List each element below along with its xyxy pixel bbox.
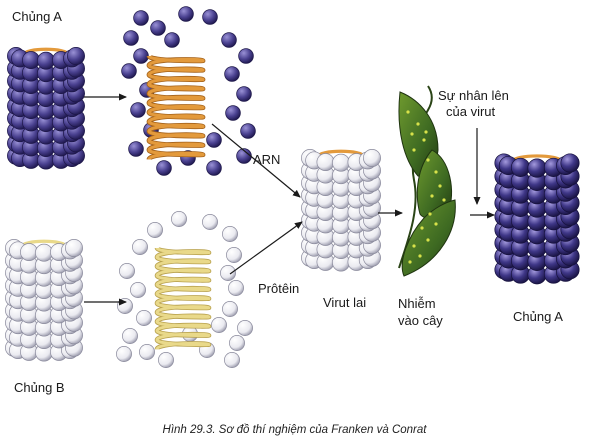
capsomere: [228, 280, 244, 296]
capsomere: [224, 352, 240, 368]
figure-caption: Hình 29.3. Sơ đồ thí nghiệm của Franken …: [162, 424, 427, 436]
capsomere: [240, 123, 256, 139]
arrow-protein-to-hybrid: [229, 221, 303, 275]
infection-label-line1: Nhiễm: [398, 296, 436, 311]
capsomere: [158, 352, 174, 368]
infection-spot: [416, 122, 420, 126]
strain-a-label: Chủng A: [12, 9, 62, 24]
infection-label-line2: vào cây: [398, 313, 443, 328]
infection-spot: [438, 184, 442, 188]
capsomere: [156, 160, 172, 176]
infection-spot: [422, 138, 426, 142]
strain-a-result-label: Chủng A: [513, 309, 563, 324]
infection-spot: [418, 254, 422, 258]
infection-spot: [408, 260, 412, 264]
protein-label: Prôtêin: [258, 281, 300, 296]
capsomere: [116, 346, 132, 362]
infection-spot: [424, 130, 428, 134]
infection-spot: [426, 158, 430, 162]
infection-spot: [412, 244, 416, 248]
capsomere: [332, 153, 350, 172]
infection-spot: [420, 226, 424, 230]
capsomere: [222, 301, 238, 317]
rna-strand: [147, 54, 205, 161]
capsomere: [222, 226, 238, 242]
capsomere: [133, 10, 149, 26]
capsomere: [363, 149, 381, 167]
arrow-rna-to-hybrid: [211, 123, 301, 198]
strain-b-virus-particle: [5, 239, 83, 362]
capsomere: [206, 160, 222, 176]
capsomere: [316, 153, 335, 172]
infection-spot: [430, 194, 434, 198]
capsomere: [130, 102, 146, 118]
capsomere: [67, 47, 85, 65]
infection-spot: [428, 212, 432, 216]
capsomere: [202, 214, 218, 230]
infection-spot: [412, 148, 416, 152]
capsomere: [150, 20, 166, 36]
capsomere: [22, 51, 40, 70]
capsomere: [202, 9, 218, 25]
rna-label: ARN: [253, 152, 281, 167]
host-plant-leaves: [398, 85, 456, 277]
strain-b-rna-coil: [154, 245, 212, 352]
capsomere: [132, 239, 148, 255]
capsomere: [178, 6, 194, 22]
capsomere: [136, 310, 152, 326]
strain-a-capsomeres: [121, 6, 256, 176]
capsomere: [560, 153, 580, 173]
capsomere: [133, 48, 149, 64]
capsomere: [139, 344, 155, 360]
infection-spot: [442, 198, 446, 202]
rna-strand: [155, 246, 211, 351]
infection-spot: [410, 132, 414, 136]
strain-b-label: Chủng B: [14, 380, 65, 395]
capsomere: [20, 243, 38, 262]
hybrid-virus-particle: [301, 149, 381, 272]
capsomere: [206, 132, 222, 148]
capsomere: [147, 222, 163, 238]
capsomere: [225, 105, 241, 121]
capsomere: [510, 157, 531, 177]
capsomere: [122, 328, 138, 344]
capsomere: [121, 63, 137, 79]
capsomere: [224, 66, 240, 82]
capsomere: [37, 51, 55, 70]
capsomere: [65, 239, 83, 257]
capsomere: [238, 48, 254, 64]
capsomere: [171, 211, 187, 227]
infection-spot: [406, 110, 410, 114]
capsomere: [220, 265, 236, 281]
capsomere: [221, 32, 237, 48]
infection-spot: [434, 170, 438, 174]
capsomere: [119, 263, 135, 279]
capsomere: [130, 282, 146, 298]
multiplication-label-line1: Sự nhân lên: [438, 88, 509, 103]
strain-a-virus-particle: [7, 47, 85, 170]
multiplication-label-line2: của virut: [446, 104, 496, 119]
capsomere: [35, 243, 53, 262]
strain-b-capsomeres: [116, 211, 253, 368]
capsomere: [237, 320, 253, 336]
capsomere: [211, 317, 227, 333]
capsomere: [527, 158, 547, 178]
hybrid-virus-label: Virut lai: [323, 295, 367, 310]
capsomere: [229, 335, 245, 351]
capsomere: [128, 141, 144, 157]
capsomere: [117, 298, 133, 314]
strain-a-rna-coil: [146, 53, 206, 162]
capsomere: [236, 86, 252, 102]
capsomere: [226, 247, 242, 263]
strain-a-result-virus-particle: [494, 153, 580, 285]
capsomere: [123, 30, 139, 46]
infection-spot: [426, 238, 430, 242]
infection-spot: [434, 222, 438, 226]
leaf-bottom: [401, 199, 456, 277]
leaf-infection-spots: [406, 110, 446, 264]
capsomere: [164, 32, 180, 48]
